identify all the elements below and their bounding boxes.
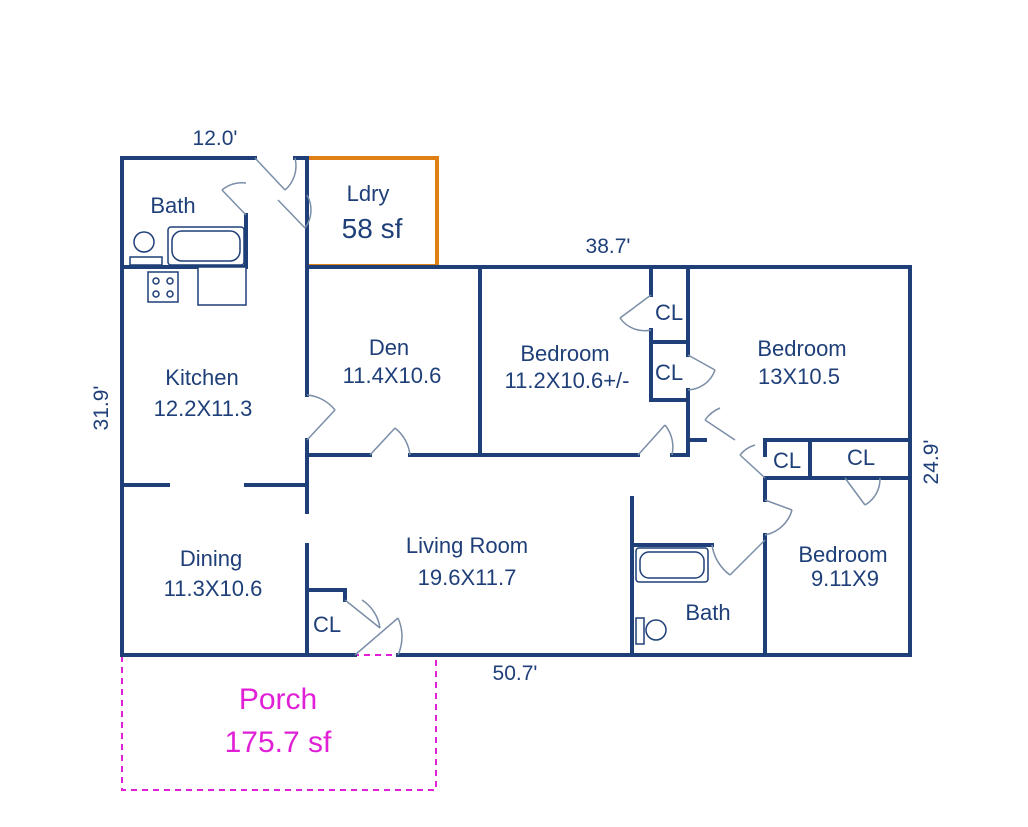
toilet-bottom: [645, 619, 667, 641]
bedroom-1-size: 11.2X10.6+/-: [505, 368, 630, 393]
laundry-outline: [305, 156, 439, 268]
closet-label-5: CL: [313, 612, 341, 637]
closet-label-4: CL: [847, 445, 875, 470]
laundry-area: 58 sf: [342, 213, 403, 244]
porch-outline: [121, 654, 437, 791]
bath-top-name: Bath: [150, 193, 195, 218]
kitchen-name: Kitchen: [165, 365, 238, 390]
living-room-size: 19.6X11.7: [418, 565, 517, 590]
dimension-left: 31.9': [90, 386, 113, 431]
dimension-bottom: 50.7': [493, 662, 538, 685]
porch-area: 175.7 sf: [225, 726, 332, 759]
stove: [147, 271, 179, 303]
exterior-walls: [120, 156, 912, 657]
interior-walls: [120, 156, 912, 657]
living-room-name: Living Room: [406, 533, 528, 558]
dimension-right: 24.9': [920, 440, 943, 485]
dining-name: Dining: [180, 546, 242, 571]
bedroom-2-name: Bedroom: [757, 336, 846, 361]
doors: [221, 157, 881, 656]
dimension-top-short: 12.0': [193, 127, 238, 150]
bath-bottom-name: Bath: [685, 600, 730, 625]
laundry-name: Ldry: [347, 181, 390, 206]
dining-size: 11.3X10.6: [164, 576, 263, 601]
dimension-top-long: 38.7': [586, 235, 631, 258]
porch-name: Porch: [239, 683, 317, 716]
bedroom-1-name: Bedroom: [520, 341, 609, 366]
bedroom-3-size: 9.11X9: [811, 566, 879, 591]
closet-label-2: CL: [655, 360, 683, 385]
den-size: 11.4X10.6: [343, 363, 442, 388]
bedroom-2-size: 13X10.5: [758, 364, 840, 389]
closet-label-3: CL: [773, 448, 801, 473]
fixtures: [129, 226, 709, 645]
kitchen-size: 12.2X11.3: [154, 396, 253, 421]
den-name: Den: [369, 335, 409, 360]
refrigerator: [197, 266, 247, 306]
toilet-top: [133, 231, 155, 253]
closet-label-1: CL: [655, 300, 683, 325]
bedroom-3-name: Bedroom: [798, 542, 887, 567]
